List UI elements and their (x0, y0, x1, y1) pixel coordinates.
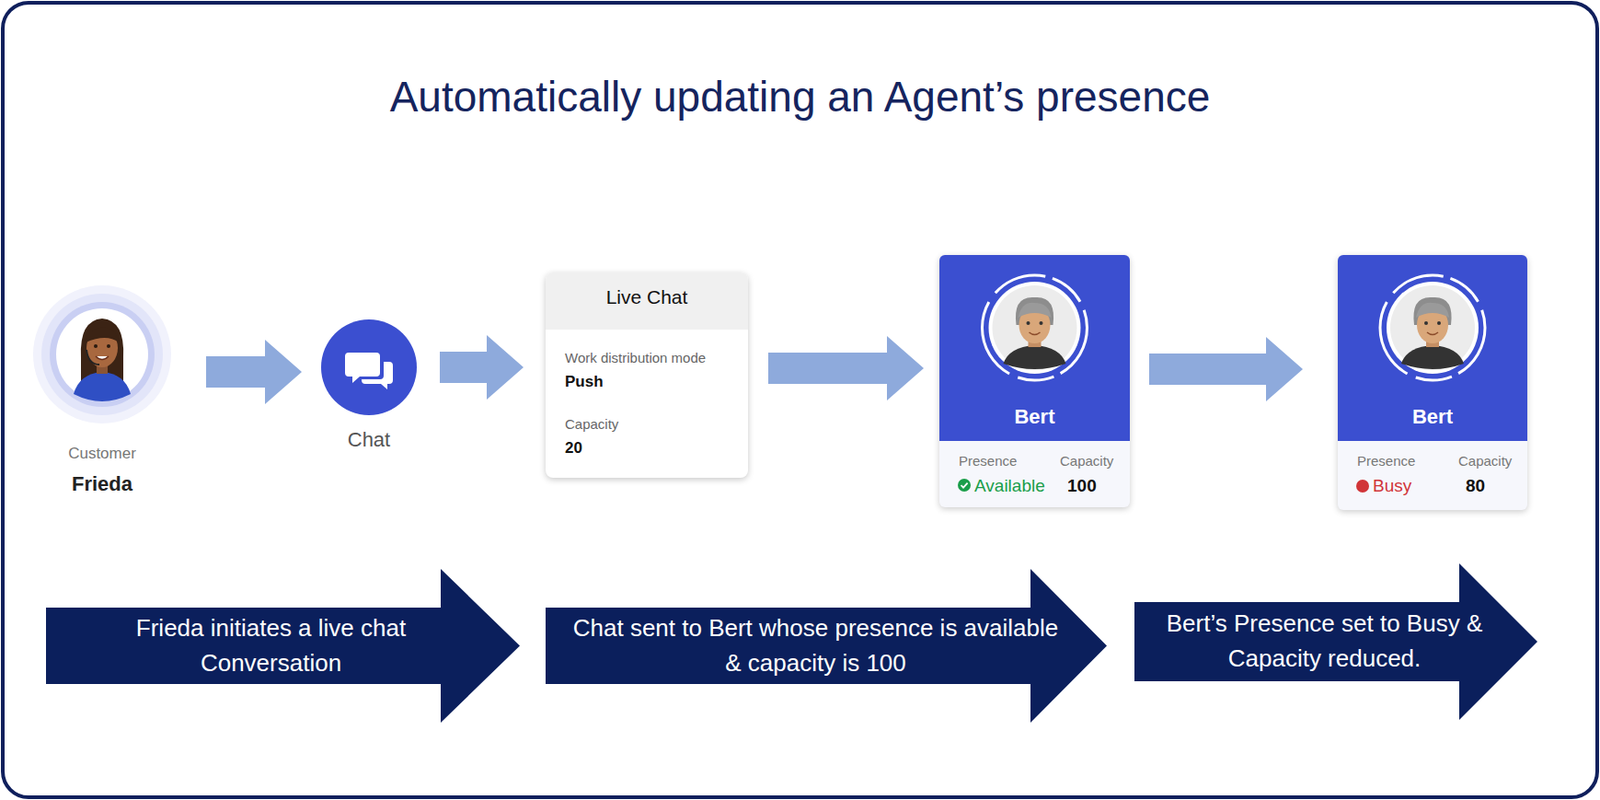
field-label: Presence (958, 452, 1017, 469)
illustration (545, 568, 1107, 723)
flow-arrow (1149, 336, 1303, 402)
status-icon (957, 478, 971, 492)
step-arrow: Frieda initiates a live chat Conversatio… (46, 568, 520, 723)
card-title: Live Chat (545, 286, 749, 309)
halo-ring (41, 293, 163, 415)
avatar-bg (989, 281, 1082, 374)
presence-value: Busy (1372, 475, 1412, 496)
fringe (85, 327, 119, 343)
field-label: Capacity (1059, 452, 1114, 469)
shirt (1003, 345, 1067, 369)
illustration (1134, 563, 1538, 720)
flow-arrow (439, 334, 524, 400)
role-label: Customer (33, 444, 172, 463)
step-text: Chat sent to Bert whose presence is avai… (564, 610, 1068, 680)
channel-label: Chat (302, 427, 436, 452)
agent-name: Bert (939, 404, 1130, 429)
status-ring (1380, 275, 1485, 380)
step-arrow-shape (545, 568, 1107, 723)
step-arrow-shape (46, 568, 520, 723)
halo-ring (33, 285, 172, 424)
illustration (46, 568, 520, 723)
smile (95, 356, 109, 360)
flow-arrow (206, 339, 302, 404)
eye (106, 344, 111, 348)
capacity-value: 80 (1465, 475, 1485, 496)
diagram-title: Automatically updating an Agent’s presen… (0, 71, 1600, 122)
avatar-inner (1390, 285, 1475, 370)
customer-avatar: CustomerFrieda (33, 285, 172, 502)
illustration (33, 285, 172, 502)
headset (86, 349, 100, 365)
eye (1039, 321, 1044, 325)
card-top (1337, 254, 1528, 441)
field-value: 20 (564, 438, 583, 458)
step-text-area: Bert’s Presence set to Busy & Capacity r… (1152, 601, 1497, 681)
presence-value: Available (974, 475, 1046, 496)
queue-card: Live ChatWork distribution modePushCapac… (545, 272, 749, 478)
smile (1029, 332, 1041, 335)
avatar-inner (992, 285, 1078, 370)
chat-channel: Chat (321, 319, 417, 458)
step-text: Frieda initiates a live chat Conversatio… (64, 610, 478, 680)
field-label: Capacity (1458, 452, 1512, 469)
status-check (961, 483, 968, 488)
step-arrow: Chat sent to Bert whose presence is avai… (545, 568, 1107, 723)
illustration (939, 254, 1130, 507)
capacity-value: 100 (1067, 475, 1097, 496)
smile (1427, 332, 1439, 335)
eye (1026, 321, 1031, 325)
halo-ring (49, 301, 155, 407)
avatar-bg (56, 308, 149, 401)
status-icon (1356, 479, 1370, 493)
illustration (1337, 254, 1528, 510)
flow-arrow (768, 335, 924, 401)
status-ring (982, 275, 1088, 380)
card-top (939, 254, 1130, 441)
agent-card: BertPresenceBusy Capacity 80 (1337, 254, 1528, 510)
step-arrow: Bert’s Presence set to Busy & Capacity r… (1134, 563, 1538, 720)
field-label: Work distribution mode (564, 349, 706, 366)
step-text: Bert’s Presence set to Busy & Capacity r… (1152, 606, 1497, 676)
customer-name: Frieda (33, 471, 172, 496)
hair-top (1018, 302, 1052, 318)
step-text-area: Chat sent to Bert whose presence is avai… (564, 607, 1068, 684)
field-value: Push (564, 372, 604, 392)
chat-bubble (361, 361, 393, 390)
field-label: Presence (1357, 452, 1416, 469)
agent-name: Bert (1337, 404, 1528, 429)
agent-card: BertPresenceAvailable Capacity 100 (939, 254, 1130, 507)
chat-bubble (345, 352, 380, 383)
shirt (73, 371, 131, 402)
eye (1424, 321, 1428, 325)
eye (1437, 321, 1441, 325)
step-arrow-shape (1134, 563, 1538, 720)
shirt (1401, 345, 1464, 369)
eye (93, 344, 98, 348)
step-text-area: Frieda initiates a live chat Conversatio… (64, 607, 478, 684)
field-label: Capacity (564, 415, 619, 432)
avatar-bg (1386, 281, 1479, 374)
hair-top (1415, 302, 1450, 318)
chat-circle (321, 319, 417, 415)
